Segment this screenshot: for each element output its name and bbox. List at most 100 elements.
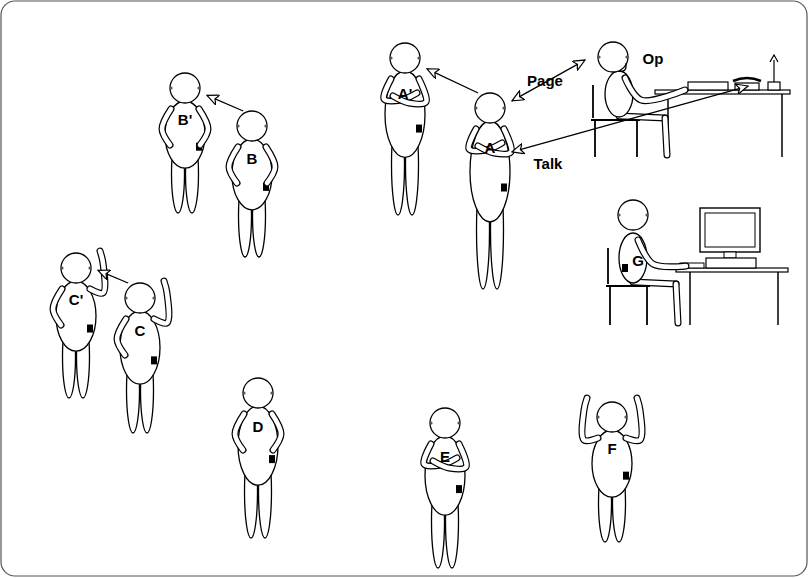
limb-outline <box>626 398 642 441</box>
node-shape <box>236 378 280 538</box>
limb-fill <box>154 281 169 323</box>
antenna-tip <box>770 55 778 62</box>
desk-leg <box>777 272 779 325</box>
limb <box>53 289 62 325</box>
limb-outline <box>90 251 105 293</box>
ear-mark <box>617 213 620 216</box>
chair-back <box>592 85 594 118</box>
limb <box>272 414 281 450</box>
person-figure: F <box>590 402 634 542</box>
ear-mark <box>264 124 267 127</box>
torso <box>605 71 633 117</box>
signal-arrow <box>512 86 748 152</box>
id-badge <box>622 264 628 272</box>
limb <box>154 281 169 323</box>
transmitter-box <box>768 82 780 90</box>
limb <box>162 109 171 145</box>
monitor-stand <box>724 252 736 258</box>
limb-fill <box>53 289 62 325</box>
limb-fill <box>266 147 275 183</box>
limb-outline <box>162 109 171 145</box>
person-letter: B' <box>178 111 192 126</box>
id-badge <box>87 325 93 333</box>
edge-label: Talk <box>534 156 563 171</box>
ear-mark <box>645 213 648 216</box>
node-shape <box>598 198 690 325</box>
limb <box>424 444 457 466</box>
signal-arrow <box>512 60 585 101</box>
ear-mark <box>197 86 200 89</box>
person-letter: A <box>485 139 496 154</box>
id-badge <box>416 125 422 133</box>
telephone-handset <box>733 78 761 81</box>
ear-mark <box>389 56 392 59</box>
limb-outline <box>266 147 275 183</box>
limb <box>625 78 685 101</box>
ear-mark <box>236 124 239 127</box>
limb <box>433 444 466 469</box>
ear-mark <box>597 55 600 58</box>
limb-outline <box>53 289 62 325</box>
person-figure: B' <box>163 73 207 213</box>
person-letter: E <box>440 449 450 464</box>
head <box>125 283 155 313</box>
signal-arrow <box>98 270 128 283</box>
limb-fill <box>638 240 686 267</box>
limb-fill <box>162 109 171 145</box>
limb <box>199 109 208 145</box>
limb-outline <box>625 78 685 101</box>
limb <box>582 398 598 441</box>
person-letter: A' <box>398 86 412 101</box>
person-figure: D <box>236 378 280 538</box>
limb-fill <box>90 251 105 293</box>
limb-outline <box>619 116 665 118</box>
signal-arrow <box>427 69 478 93</box>
ear-mark <box>169 86 172 89</box>
edge-label: Page <box>527 73 563 88</box>
ear-mark <box>625 55 628 58</box>
person-figure: A' <box>383 43 427 215</box>
chair-back <box>607 248 609 284</box>
id-badge <box>269 455 275 463</box>
computer-case <box>706 258 756 268</box>
limb <box>90 251 105 293</box>
ear-mark <box>429 421 432 424</box>
limb-outline <box>676 284 678 323</box>
limb <box>235 414 244 450</box>
ear-mark <box>88 266 91 269</box>
person-letter: B <box>247 150 258 165</box>
person-letter: D <box>253 419 264 434</box>
limb-fill <box>424 444 457 466</box>
node-shape <box>383 43 427 215</box>
limb <box>384 79 417 101</box>
person-letter: C' <box>69 292 83 307</box>
head <box>598 42 628 72</box>
limb-fill <box>625 78 685 101</box>
node-shape <box>230 111 274 257</box>
limb-fill <box>384 79 417 101</box>
node-shape <box>423 408 467 568</box>
limb-fill <box>582 398 598 441</box>
ear-mark <box>124 296 127 299</box>
desk-leg <box>781 94 783 157</box>
head <box>390 43 420 73</box>
limb-fill <box>235 414 244 450</box>
limb-fill <box>633 282 676 284</box>
limb-outline <box>272 414 281 450</box>
limb-fill <box>626 398 642 441</box>
limb <box>633 282 676 284</box>
node-shape <box>468 93 512 289</box>
person-figure: E <box>423 408 467 568</box>
person-letter: F <box>607 440 616 455</box>
limb-fill <box>433 444 466 469</box>
limb-outline <box>665 118 667 155</box>
limb-fill <box>665 118 667 155</box>
head <box>597 402 627 432</box>
limb-fill <box>478 129 511 154</box>
limb-fill <box>272 414 281 450</box>
limb-outline <box>582 398 598 441</box>
limb-outline <box>393 79 426 104</box>
person-figure: C' <box>54 253 98 398</box>
